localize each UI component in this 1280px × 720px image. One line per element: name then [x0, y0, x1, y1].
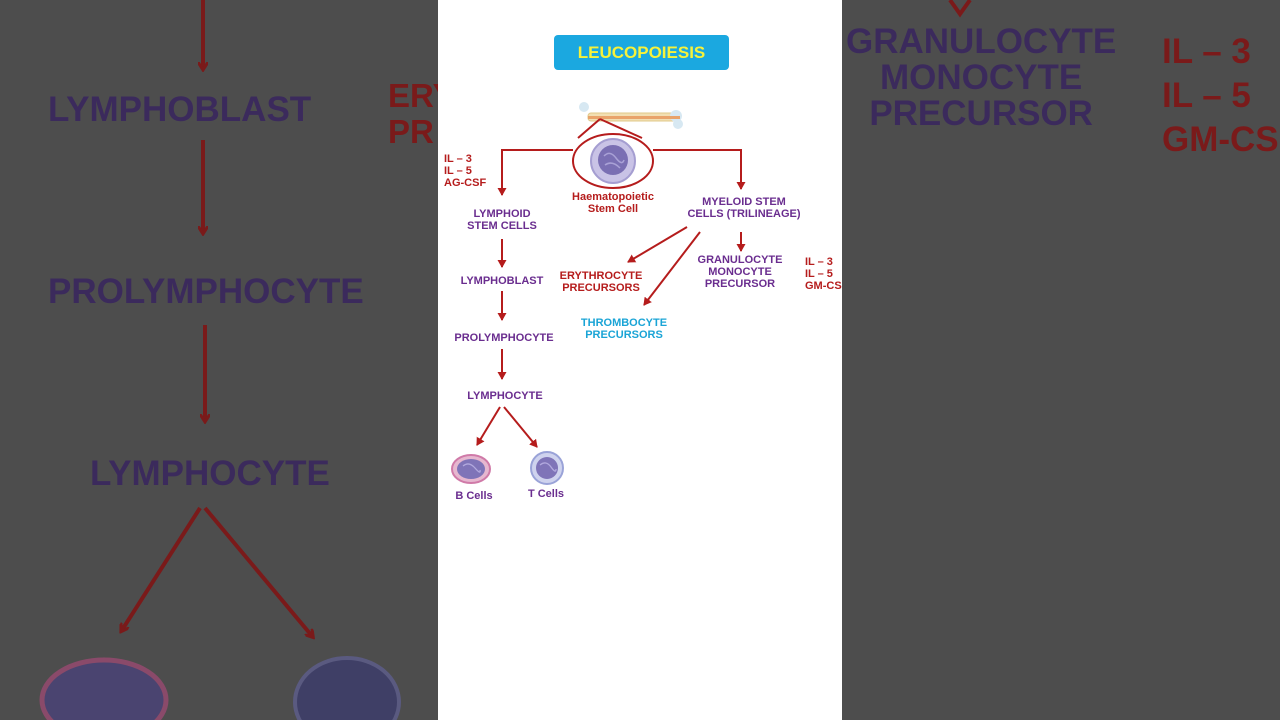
background-granulocyte-label: GRANULOCYTE MONOCYTE PRECURSOR	[846, 22, 1117, 133]
background-right-arrow	[948, 0, 972, 18]
lymphoid-stem-cells-label: LYMPHOID STEM CELLS	[467, 208, 537, 232]
thrombocyte-precursors-label: THROMBOCYTE PRECURSORS	[580, 317, 668, 341]
diagram-panel: LEUCOPOIESIS Haematopoietic Stem Cell IL…	[438, 0, 842, 720]
background-lymphocyte-label: LYMPHOCYTE	[90, 454, 330, 493]
haematopoietic-stem-cell-icon	[590, 138, 636, 184]
lymphoblast-label: LYMPHOBLAST	[460, 275, 544, 287]
myeloid-stem-cells-label: MYELOID STEM CELLS (TRILINEAGE)	[687, 196, 801, 220]
lymphoid-growth-factors: IL – 3 IL – 5 AG-CSF	[444, 153, 487, 189]
lymphocyte-label: LYMPHOCYTE	[467, 390, 543, 402]
arrow-myeloid-to-erythrocyte	[627, 226, 688, 263]
t-cell-icon	[530, 451, 564, 485]
arrow-myeloid-to-thrombocyte	[643, 231, 701, 306]
background-left: LYMPHOBLAST PROLYMPHOCYTE LYMPHOCYTE ERY…	[0, 0, 438, 720]
background-left-arrows	[39, 0, 401, 720]
background-prolymphocyte-label: PROLYMPHOCYTE	[48, 272, 364, 311]
t-cells-label: T Cells	[527, 488, 565, 500]
arrow-hsc-to-lymphoid	[497, 149, 573, 196]
background-factors-label: IL – 3 IL – 5 GM-CS	[1162, 32, 1279, 159]
arrow-lymphocyte-to-t-cells	[503, 406, 538, 448]
background-right: GRANULOCYTE MONOCYTE PRECURSOR IL – 3 IL…	[842, 0, 1280, 720]
b-cells-label: B Cells	[455, 490, 493, 502]
page-title: LEUCOPOIESIS	[554, 35, 729, 70]
arrow-hsc-to-myeloid	[653, 149, 746, 190]
granulocyte-monocyte-precursor-label: GRANULOCYTE MONOCYTE PRECURSOR	[697, 254, 783, 290]
bone-to-hsc-line-left	[577, 118, 601, 139]
bone-to-hsc-line-right	[599, 118, 643, 139]
hsc-label: Haematopoietic Stem Cell	[572, 191, 654, 215]
prolymphocyte-label: PROLYMPHOCYTE	[454, 332, 554, 344]
bone-icon	[579, 102, 683, 129]
arrow-lymphocyte-to-b-cells	[476, 406, 501, 446]
erythrocyte-precursors-label: ERYTHROCYTE PRECURSORS	[559, 270, 643, 294]
background-erythrocyte-partial-label: ERY PR	[388, 77, 438, 150]
b-cell-icon	[451, 454, 491, 484]
background-lymphoblast-label: LYMPHOBLAST	[48, 90, 312, 129]
granulocyte-growth-factors: IL – 3 IL – 5 GM-CS	[805, 256, 842, 292]
diagram-arrows	[451, 102, 746, 485]
